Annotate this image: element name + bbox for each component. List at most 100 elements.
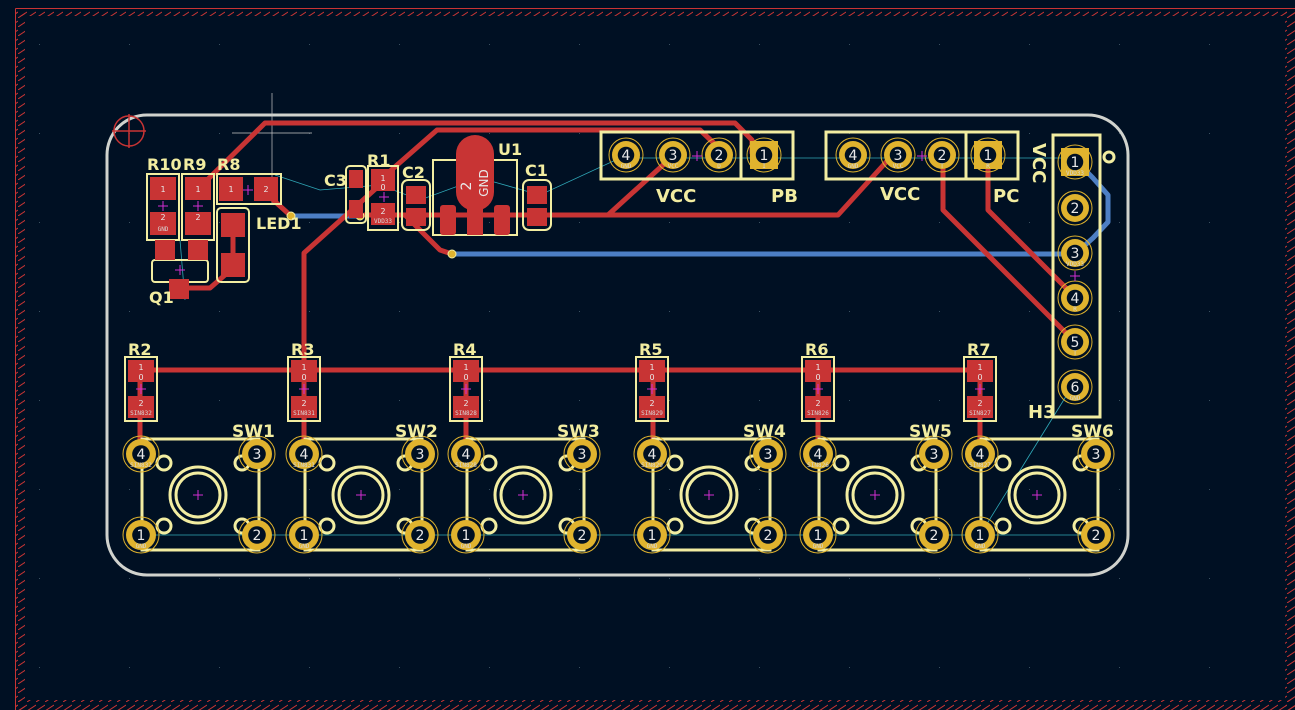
thru-hole-pad[interactable]: 1I <box>746 137 782 173</box>
pad-number: 6 <box>1071 380 1080 396</box>
thru-hole-pad[interactable]: 2 <box>1077 516 1115 554</box>
svg-text:0: 0 <box>138 373 143 382</box>
thru-hole-pad[interactable]: 3 <box>749 435 787 473</box>
grid-dot <box>669 400 670 401</box>
origin-marker-icon <box>112 114 146 148</box>
anchor-cross <box>299 384 309 394</box>
pad-net: GND <box>299 543 310 550</box>
thru-hole-pad[interactable]: 3 <box>238 435 276 473</box>
via <box>286 211 296 221</box>
thru-hole-pad[interactable]: 3 <box>1077 435 1115 473</box>
footprint-r9[interactable]: 1 2 R9 <box>181 155 215 241</box>
thru-hole-pad[interactable]: 1R <box>970 137 1006 173</box>
svg-text:SIN826: SIN826 <box>807 410 829 417</box>
footprint-q1[interactable]: Q1 <box>149 240 209 307</box>
ref-label: SW4 <box>743 422 786 442</box>
pad-number: 2 <box>253 528 262 544</box>
pad-number: 4 <box>648 447 657 463</box>
thru-hole-pad[interactable]: 5T <box>1057 324 1093 360</box>
grid-dot <box>1209 44 1210 45</box>
pad-number: 3 <box>416 447 425 463</box>
thru-hole-pad[interactable]: 2D <box>701 137 737 173</box>
thru-hole-pad[interactable]: 3 <box>915 435 953 473</box>
pad-net: GND <box>136 543 147 550</box>
grid-dot <box>579 222 580 223</box>
grid-dot <box>759 667 760 668</box>
grid-dot <box>39 400 40 401</box>
grid-dot <box>849 311 850 312</box>
grid-dot <box>849 44 850 45</box>
pad-number: 3 <box>764 447 773 463</box>
footprint-u1[interactable]: 2 GND U1 <box>432 135 522 236</box>
svg-text:1: 1 <box>815 363 820 372</box>
thru-hole-pad[interactable]: 3 <box>563 435 601 473</box>
grid-dot <box>219 667 220 668</box>
thru-hole-pad[interactable]: 2 <box>749 516 787 554</box>
footprint-c3[interactable]: C3 <box>324 165 367 224</box>
footprint-r8[interactable]: 1 2 R8 <box>216 155 282 205</box>
thru-hole-pad[interactable]: 2 <box>563 516 601 554</box>
thru-hole-pad[interactable]: 4R <box>1057 280 1093 316</box>
ref-q1: Q1 <box>149 288 174 307</box>
grid-dot <box>1029 578 1030 579</box>
grid-dot <box>399 400 400 401</box>
thru-hole-pad[interactable]: 2 <box>1057 190 1093 226</box>
footprint-c2[interactable]: C2 <box>401 163 431 231</box>
thru-hole-pad[interactable]: 2T <box>924 137 960 173</box>
thru-hole-pad[interactable]: 2 <box>915 516 953 554</box>
footprint-r10[interactable]: 1 2 GND R10 <box>146 155 182 241</box>
thru-hole-pad[interactable]: 2 <box>238 516 276 554</box>
footprint-r1[interactable]: 1 0 2 VDD33 R1 <box>367 151 399 231</box>
footprint-led1[interactable]: LED1 <box>216 207 302 283</box>
grid-dot <box>129 578 130 579</box>
grid-dot <box>939 44 940 45</box>
u1-pad-number: 2 <box>459 182 475 191</box>
thru-hole-pad[interactable]: 3 <box>401 435 439 473</box>
ref-led1: LED1 <box>256 214 302 233</box>
pad-number: 3 <box>1092 447 1101 463</box>
pad-net: I <box>762 163 766 170</box>
thru-hole-pad[interactable]: 2 <box>401 516 439 554</box>
pad-net: VDD33 <box>1066 170 1084 177</box>
svg-text:2: 2 <box>301 399 306 408</box>
footprint-c1[interactable]: C1 <box>522 161 552 231</box>
grid-dot <box>1029 489 1030 490</box>
pad-number: 5 <box>1071 335 1080 351</box>
svg-text:0: 0 <box>649 373 654 382</box>
